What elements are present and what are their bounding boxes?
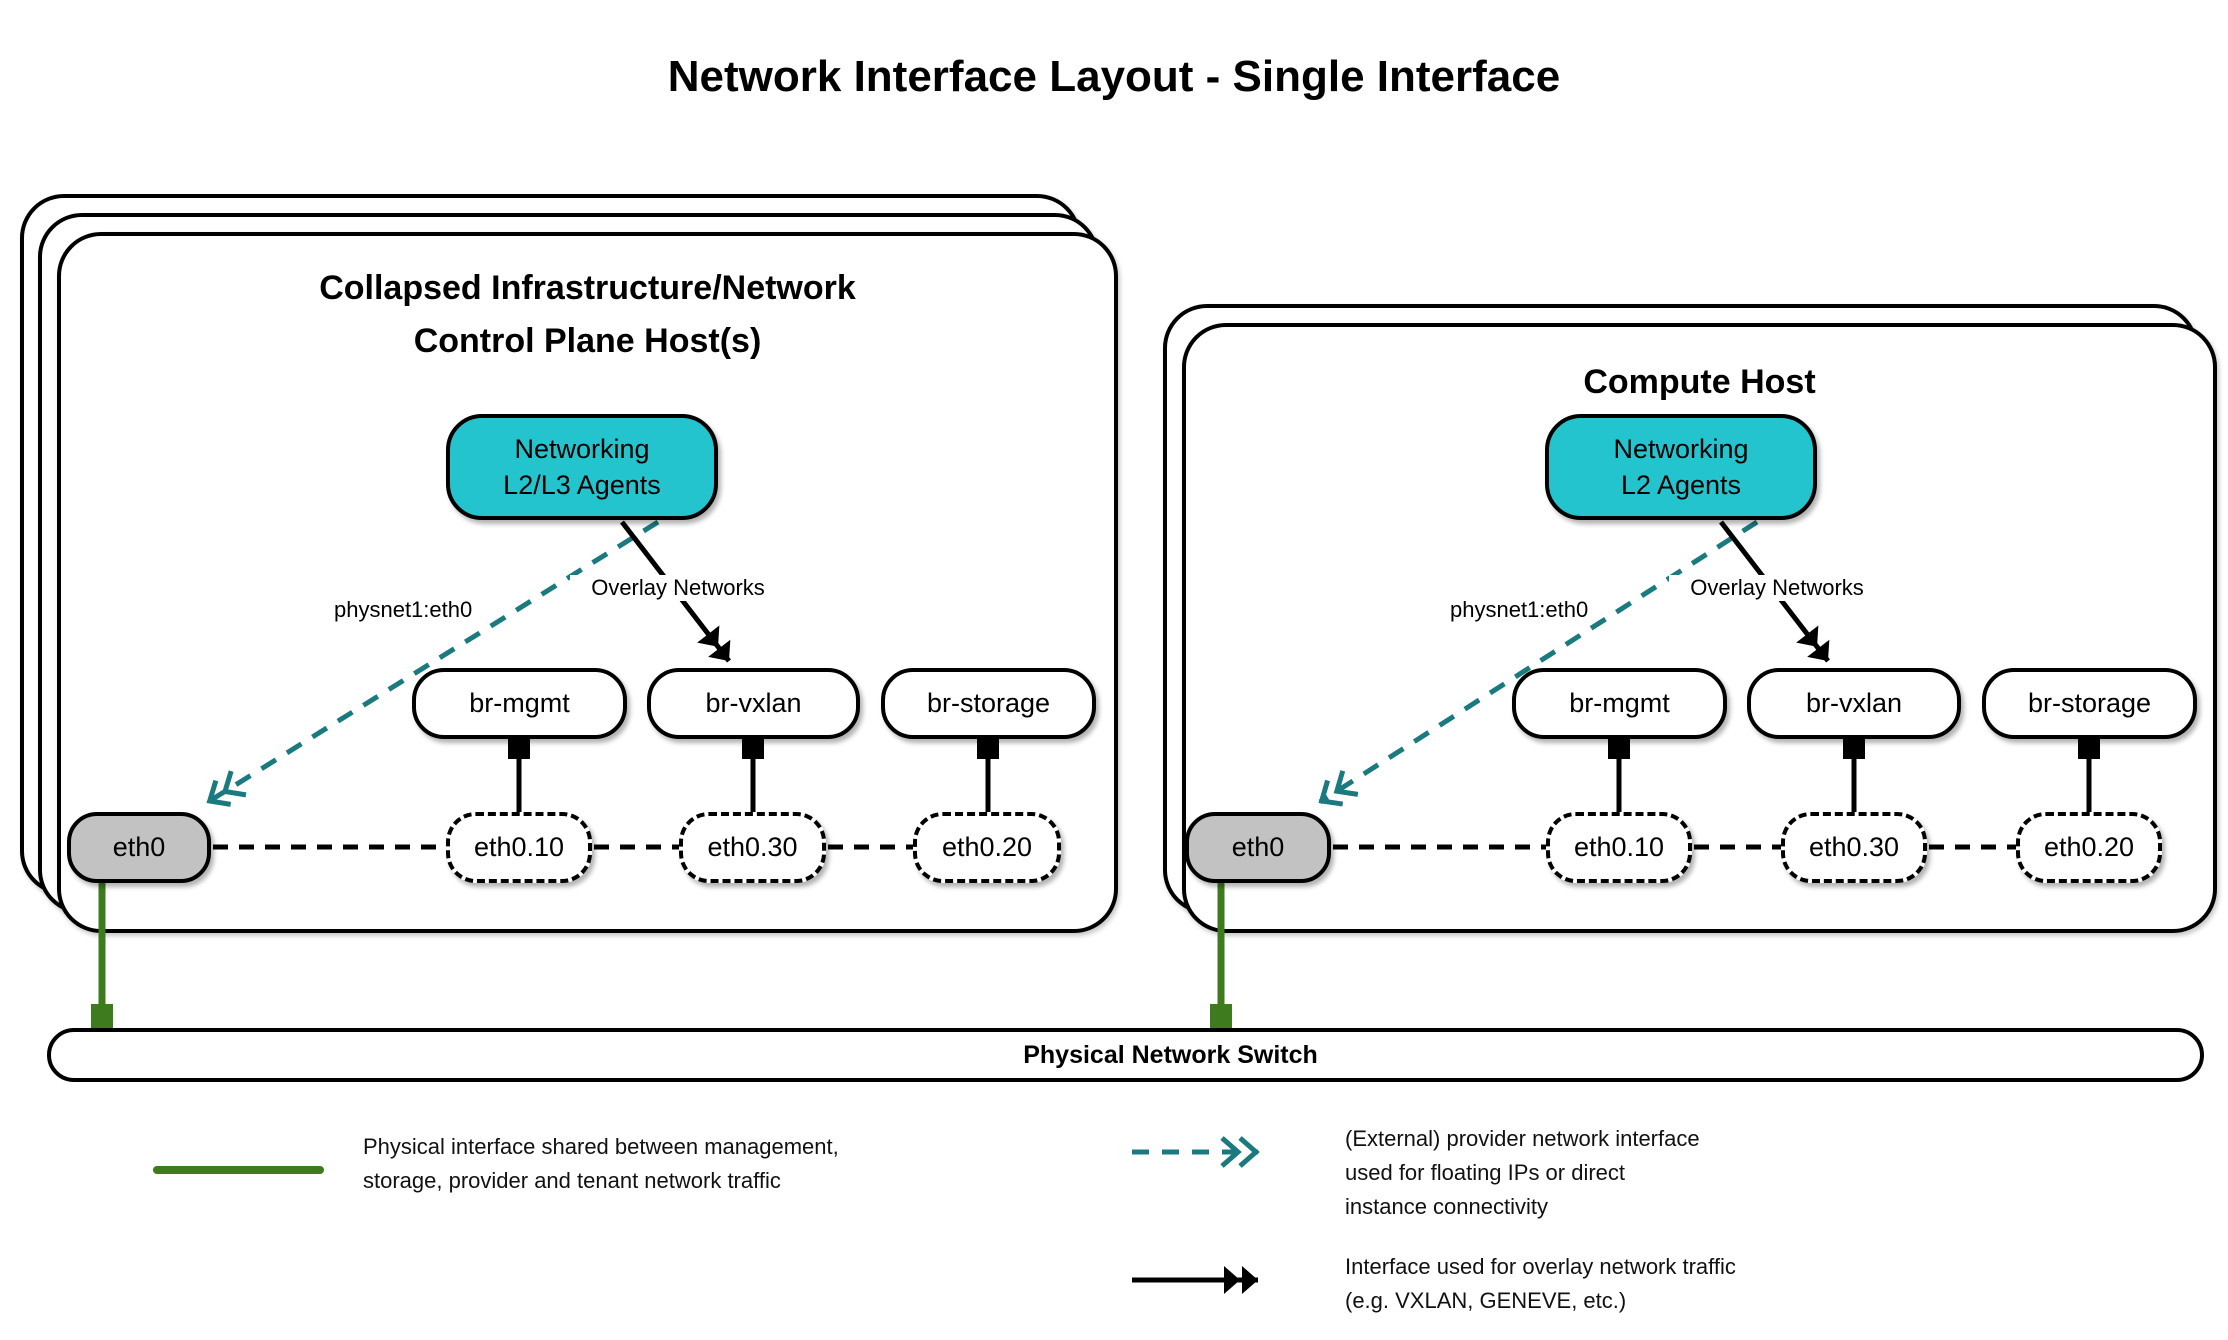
legend-provider-text: (External) provider network interface us… — [1345, 1126, 1700, 1220]
left-bridge-br-mgmt: br-mgmt — [412, 668, 627, 739]
left-bridge-br-storage: br-storage — [881, 668, 1096, 739]
right-provider-link-label: physnet1:eth0 — [1444, 597, 1595, 623]
right-bridge-br-storage: br-storage — [1982, 668, 2197, 739]
left-eth0-node: eth0 — [67, 812, 211, 883]
right-vlan-eth0-10-node: eth0.10 — [1546, 812, 1692, 883]
right-bridge-br-vxlan: br-vxlan — [1747, 668, 1961, 739]
right-bridge-br-mgmt: br-mgmt — [1512, 668, 1727, 739]
right-vlan-eth0-20-node: eth0.20 — [2016, 812, 2162, 883]
left-networking-agents-node: Networking L2/L3 Agents — [446, 414, 718, 520]
left-host-title: Collapsed Infrastructure/Network Control… — [319, 269, 856, 360]
right-host-title: Compute Host — [1583, 363, 1816, 401]
right-vlan-eth0-30-node: eth0.30 — [1781, 812, 1927, 883]
diagram-title: Network Interface Layout - Single Interf… — [667, 52, 1561, 101]
left-bridge-br-vxlan: br-vxlan — [647, 668, 860, 739]
left-provider-link-label: physnet1:eth0 — [328, 597, 479, 623]
right-networking-agents-node: Networking L2 Agents — [1545, 414, 1817, 520]
right-overlay-link-label: Overlay Networks — [1669, 575, 1885, 601]
left-vlan-eth0-20-node: eth0.20 — [913, 812, 1061, 883]
physical-network-switch-label: Physical Network Switch — [1023, 1040, 1318, 1069]
left-overlay-link-label: Overlay Networks — [570, 575, 786, 601]
legend-overlay-text: Interface used for overlay network traff… — [1345, 1254, 1736, 1314]
left-vlan-eth0-30-node: eth0.30 — [679, 812, 826, 883]
right-eth0-node: eth0 — [1185, 812, 1331, 883]
left-vlan-eth0-10-node: eth0.10 — [446, 812, 592, 883]
legend-physical-text: Physical interface shared between manage… — [363, 1134, 839, 1194]
physical-network-switch-bar: Physical Network Switch — [47, 1028, 2204, 1082]
